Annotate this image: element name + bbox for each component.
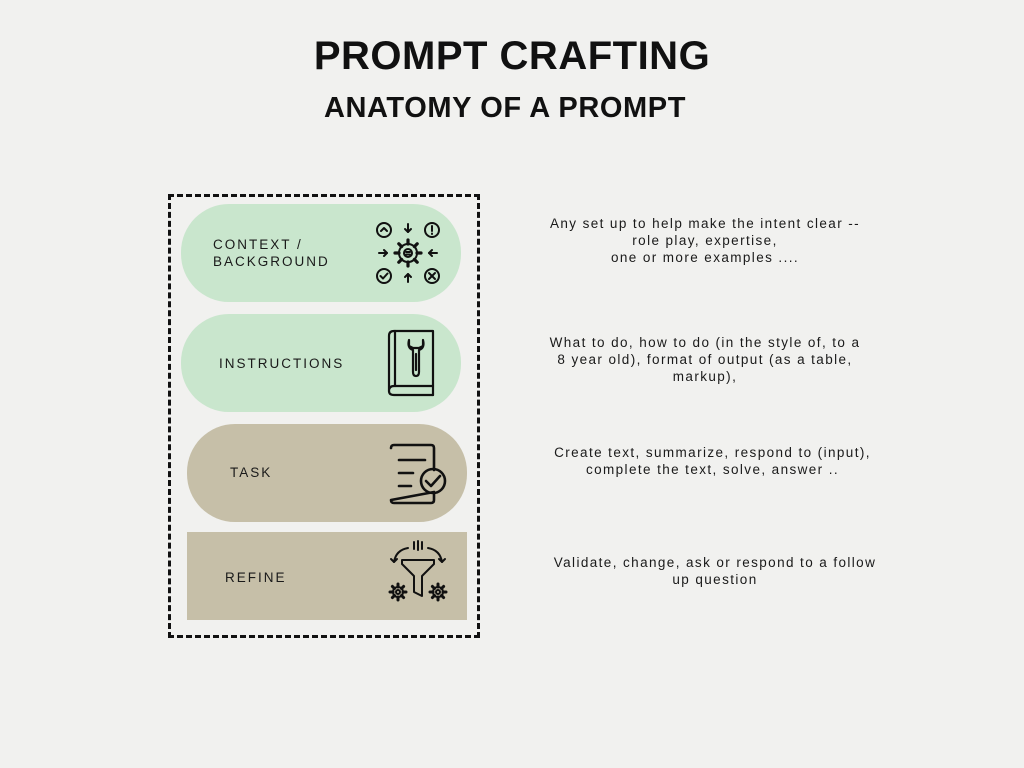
section-context-card: CONTEXT / BACKGROUND [181, 204, 461, 302]
dashed-frame [168, 194, 480, 638]
section-instructions-card: INSTRUCTIONS [181, 314, 461, 412]
section-label: TASK [230, 465, 273, 480]
manual-book-wrench-icon [383, 328, 439, 398]
page-subtitle: ANATOMY OF A PROMPT [323, 92, 687, 124]
section-task-card: TASK [187, 424, 467, 522]
funnel-gears-icon [386, 540, 450, 606]
section-refine-card: REFINE [187, 532, 467, 620]
section-refine-description: Validate, change, ask or respond to a fo… [553, 555, 877, 587]
section-label: REFINE [225, 570, 287, 585]
page-title: PROMPT CRAFTING [313, 34, 711, 78]
gear-hub-icon [375, 220, 441, 286]
checklist-icon [383, 442, 449, 506]
section-label: INSTRUCTIONS [219, 356, 345, 371]
section-instructions-description: What to do, how to do (in the style of, … [549, 335, 861, 384]
section-label: CONTEXT / BACKGROUND [213, 237, 330, 269]
section-task-description: Create text, summarize, respond to (inpu… [554, 445, 871, 477]
section-context-description: Any set up to help make the intent clear… [549, 216, 861, 265]
